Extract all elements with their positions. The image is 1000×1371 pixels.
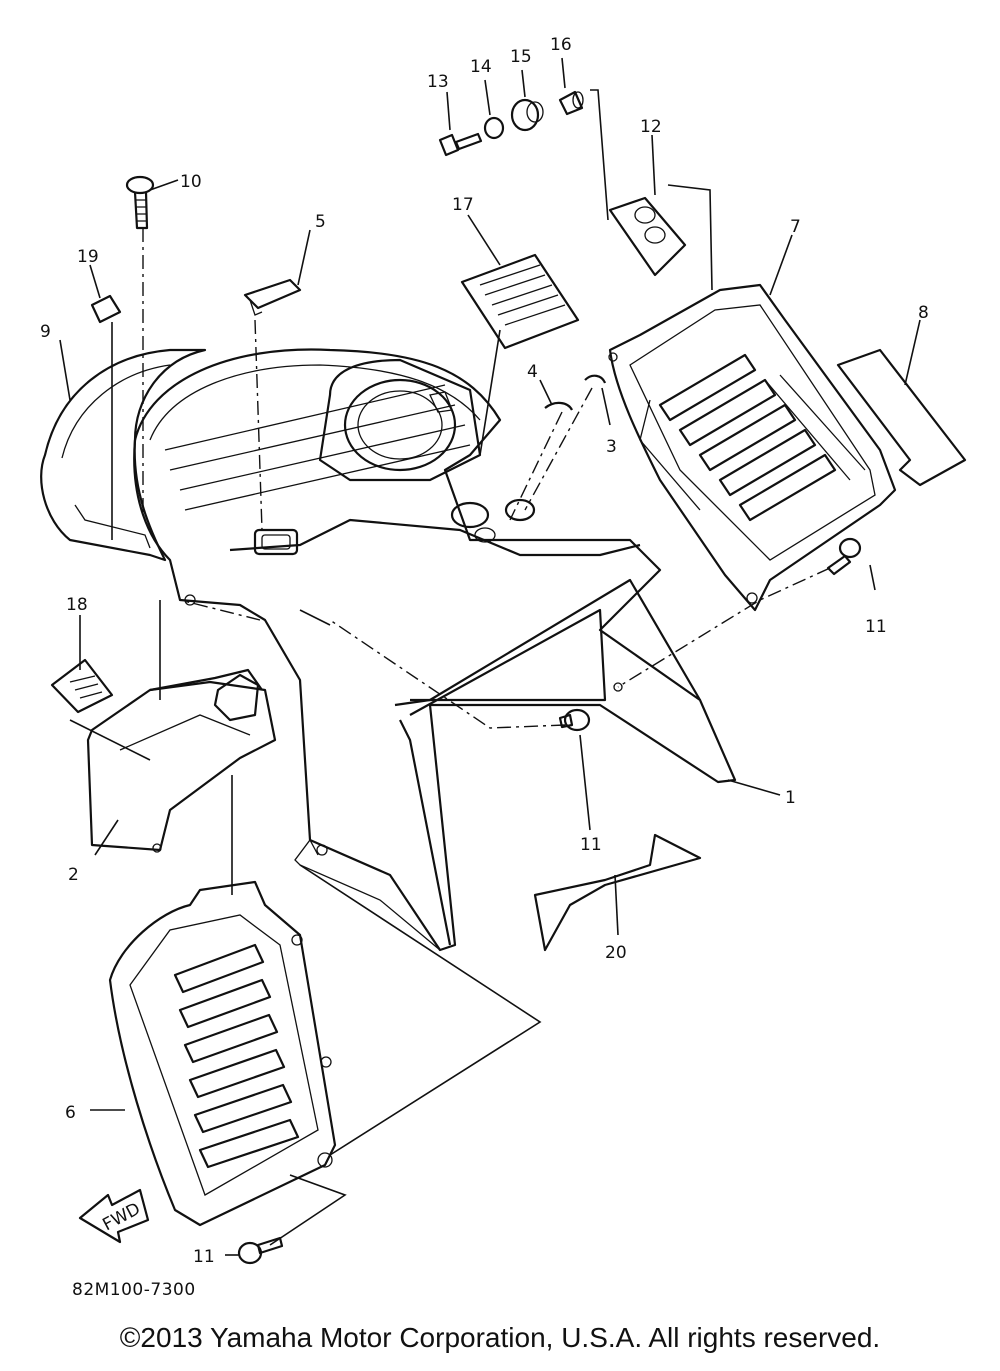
part-callouts: 1 2 3 4 5 6 7 8 9 10 11 11 11 12 13 14 1… [40, 35, 929, 1267]
callout-6: 6 [65, 1103, 76, 1123]
main-fender-body [133, 348, 737, 952]
callout-2: 2 [68, 865, 79, 885]
callout-19: 19 [77, 247, 99, 267]
callout-8: 8 [918, 303, 929, 323]
callout-leaders [59, 57, 921, 1256]
grommet-5 [243, 278, 302, 316]
callout-15: 15 [510, 47, 532, 67]
bracket-12 [608, 196, 687, 277]
callout-5: 5 [315, 212, 326, 232]
lower-decal [533, 833, 702, 952]
callout-11-center: 11 [580, 835, 602, 855]
callout-12: 12 [640, 117, 662, 137]
callout-4: 4 [527, 362, 538, 382]
left-rear-cover [40, 348, 207, 562]
callout-13: 13 [427, 72, 449, 92]
forward-direction-arrow: FWD [78, 1188, 150, 1244]
callout-17: 17 [452, 195, 474, 215]
bolt-11-bottom [237, 1236, 284, 1265]
left-side-vent-panel [108, 880, 337, 1227]
assembly-lines [69, 89, 831, 1246]
callout-18: 18 [66, 595, 88, 615]
callout-1: 1 [785, 788, 796, 808]
bolt-10 [125, 175, 155, 230]
callout-7: 7 [790, 217, 801, 237]
rear-bracket [50, 658, 277, 853]
top-decal [460, 253, 580, 350]
clip-19 [90, 294, 122, 324]
callout-9: 9 [40, 322, 51, 342]
callout-3: 3 [606, 437, 617, 457]
callout-11-right: 11 [865, 617, 887, 637]
callout-14: 14 [470, 57, 492, 77]
clip-3 [584, 374, 607, 384]
callout-10: 10 [180, 172, 202, 192]
bolt-13 [438, 132, 483, 157]
right-side-vent-panel [608, 283, 897, 612]
washer-14 [483, 116, 505, 140]
clip-4 [544, 401, 573, 411]
callout-11-bottom: 11 [193, 1247, 215, 1267]
collar-16 [558, 90, 584, 116]
diagram-code: 82M100-7300 [72, 1280, 196, 1300]
bolt-11-right [826, 537, 862, 576]
side-decal [836, 348, 967, 487]
callout-16: 16 [550, 35, 572, 55]
callout-20: 20 [605, 943, 627, 963]
copyright-notice: ©2013 Yamaha Motor Corporation, U.S.A. A… [119, 1322, 881, 1353]
grommet-15 [510, 98, 544, 132]
bolt-11-center [558, 708, 591, 732]
